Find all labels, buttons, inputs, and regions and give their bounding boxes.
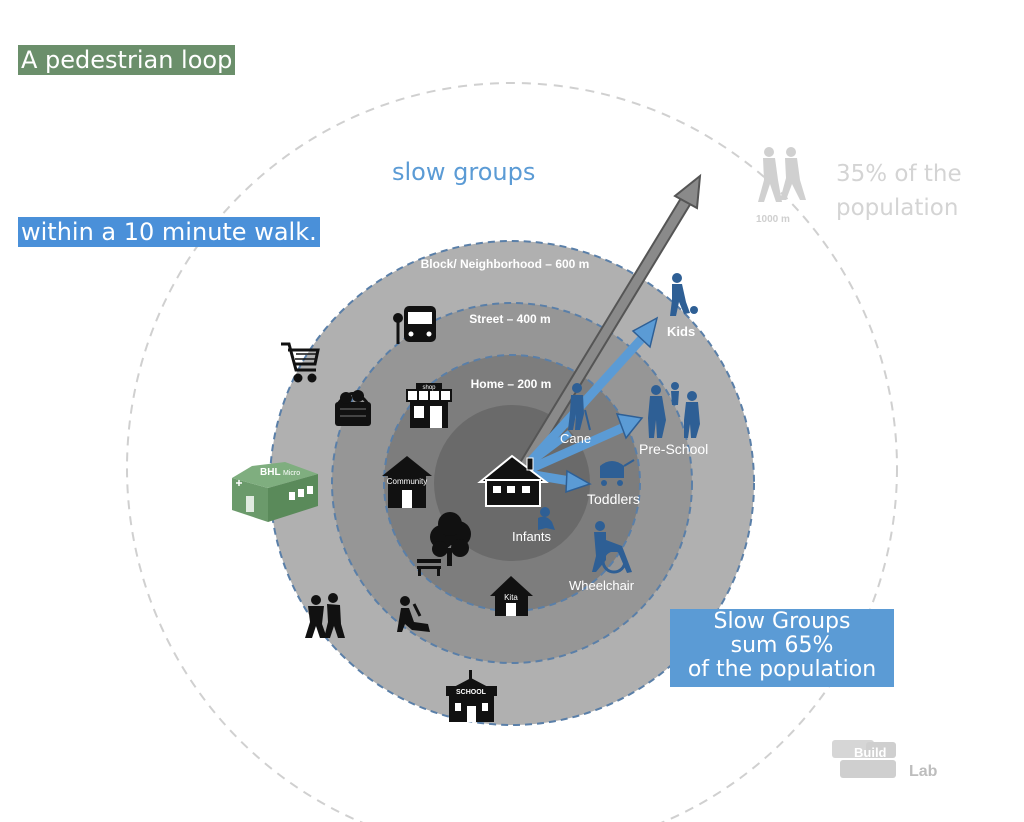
summary-line2: sum 65% (730, 633, 834, 658)
community-house-icon (382, 456, 432, 508)
shop-sign-label: shop (422, 385, 436, 391)
label-wheelchair: Wheelchair (569, 578, 635, 593)
subline-tag: within a 10 minute walk. (18, 217, 320, 247)
wheelchair-figure-icon (592, 521, 632, 574)
label-ring-home: Home – 200 m (471, 377, 552, 391)
outer-1000m-circle (126, 82, 898, 822)
sports-players-icon (305, 593, 345, 638)
preschool-figures-icon (648, 382, 700, 438)
headline-tag: A pedestrian loop (18, 45, 236, 75)
logo-lab-text: Lab (909, 763, 938, 780)
kids-figure-icon (670, 273, 698, 316)
kita-house-label: Kita (504, 593, 518, 602)
label-toddlers: Toddlers (587, 491, 640, 507)
walking-pedestrians-icon (758, 147, 806, 202)
logo-bold-text: Build (854, 745, 887, 760)
home-house-icon (477, 454, 549, 507)
summary-line3: of the population (687, 657, 877, 682)
stroller-icon (600, 459, 635, 486)
bus-stop-icon (393, 306, 436, 344)
long-arrow (516, 173, 702, 474)
shop-icon (406, 383, 452, 428)
shopping-cart-icon (281, 342, 320, 383)
person-working-icon (397, 596, 430, 632)
slow-groups-title: slow groups (392, 158, 536, 186)
outer-population-note: 35% of the population (836, 157, 1016, 225)
label-ring-block: Block/ Neighborhood – 600 m (421, 257, 590, 271)
bhl-building-suffix: Micro (283, 470, 300, 477)
cane-figure-icon (568, 383, 591, 431)
blue-arrows (526, 316, 659, 494)
label-infants: Infants (512, 529, 552, 544)
bench-icon (417, 559, 441, 576)
label-cane: Cane (560, 431, 591, 446)
label-ring-street: Street – 400 m (469, 312, 550, 326)
bhl-building-label: BHL (260, 467, 281, 478)
community-house-label: Community (387, 477, 427, 486)
school-building-icon (446, 670, 497, 722)
outer-population-line2: population (836, 195, 959, 221)
build-lab-logo: Build Lab (832, 740, 938, 780)
park-tree-icon (430, 512, 471, 566)
school-building-label: SCHOOL (456, 689, 487, 696)
label-kids: Kids (667, 324, 695, 339)
label-preschool: Pre-School (639, 441, 708, 457)
bhl-micro-building-icon (232, 462, 318, 522)
slow-groups-summary-box: Slow Groups sum 65% of the population (670, 609, 894, 687)
summary-line1: Slow Groups (713, 609, 851, 634)
basket-icon (335, 390, 371, 426)
outer-population-line1: 35% of the (836, 161, 962, 187)
kita-house-icon (490, 576, 533, 616)
infant-figure-icon (538, 507, 555, 530)
distance-1000m-label: 1000 m (756, 214, 790, 225)
